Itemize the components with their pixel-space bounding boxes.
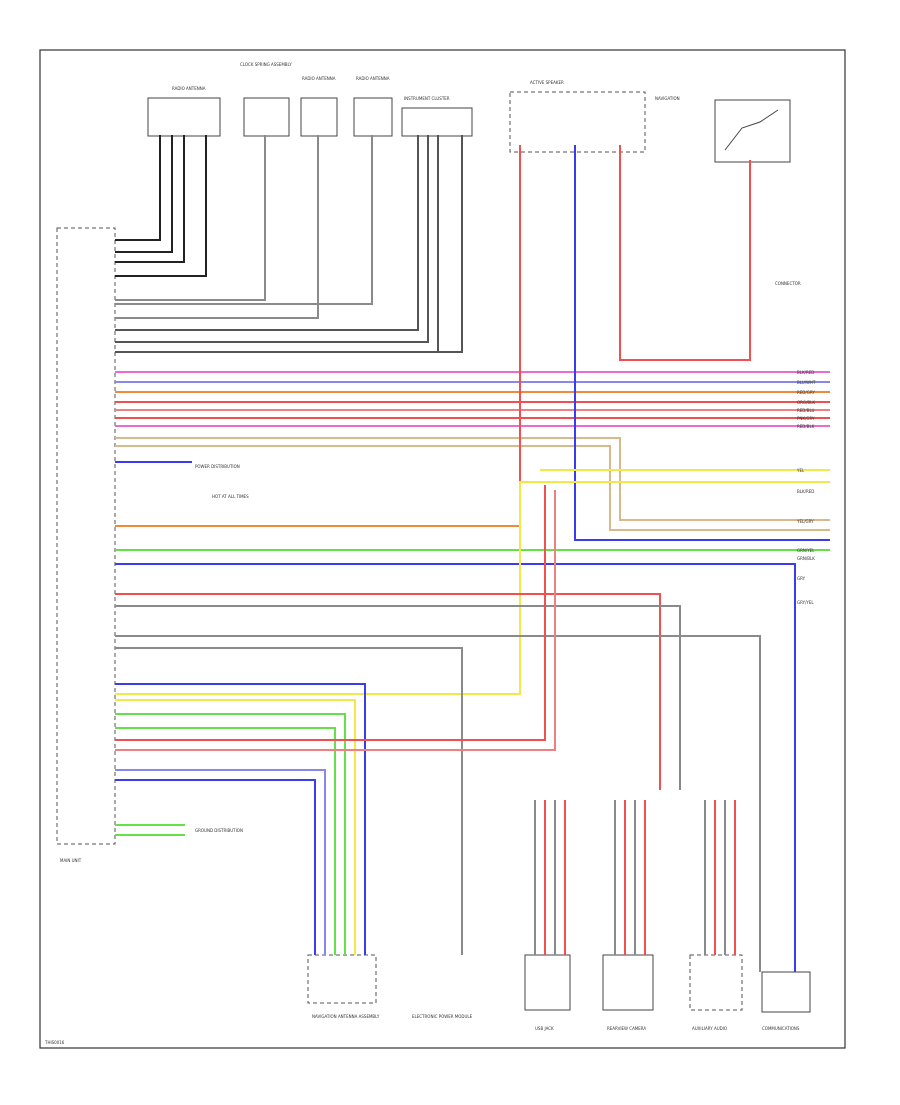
right-label-5: PNK/GRY	[797, 416, 815, 421]
svg-text:NAVIGATION: NAVIGATION	[655, 96, 680, 101]
antenna-wire-1	[115, 135, 173, 253]
svg-text:INSTRUMENT CLUSTER: INSTRUMENT CLUSTER	[404, 96, 450, 101]
antenna-wire-0	[115, 135, 161, 241]
svg-text:USB JACK: USB JACK	[535, 1026, 554, 1031]
top-component-antenna-1: RADIO ANTENNA	[147, 86, 221, 137]
note-power-distribution: POWER DISTRIBUTION	[195, 464, 240, 469]
right-edge-labels: BLK/RED BLU/WHT RED/GRY ORG/BLK RED/BLU PNK/G…	[796, 370, 816, 605]
right-label-13: GRY/YEL	[797, 600, 814, 605]
bottom-component-rearview-camera: REARVIEW CAMERA	[602, 954, 654, 1031]
blue-speaker	[574, 145, 830, 541]
svg-text:RADIO ANTENNA: RADIO ANTENNA	[302, 76, 336, 81]
svg-text:REARVIEW CAMERA: REARVIEW CAMERA	[607, 1026, 646, 1031]
bottom-component-power-module: ELECTRONIC POWER MODULE	[412, 1014, 473, 1019]
antenna-wire-2	[115, 135, 185, 263]
yellow-low	[115, 699, 356, 955]
svg-text:AUXILIARY AUDIO: AUXILIARY AUDIO	[692, 1026, 727, 1031]
antenna-wire-4	[115, 135, 266, 301]
top-component-instrument-cluster: INSTRUMENT CLUSTER	[401, 96, 473, 137]
top-component-antenna-3: RADIO ANTENNA	[353, 76, 393, 137]
right-label-7: YEL	[796, 468, 805, 473]
svg-text:ACTIVE SPEAKER: ACTIVE SPEAKER	[530, 80, 564, 85]
right-label-10: GRN/BLK	[797, 556, 815, 561]
top-component-navigation: NAVIGATION	[655, 96, 791, 163]
gray-mid-1	[115, 605, 681, 790]
right-label-8: BLK/RED	[797, 489, 814, 494]
note-connector: CONNECTOR	[775, 281, 801, 286]
right-label-4: RED/BLU	[797, 408, 815, 413]
note-hot-at-all-times: HOT AT ALL TIMES	[212, 494, 249, 499]
right-label-3: ORG/BLK	[797, 400, 815, 405]
svg-text:ELECTRONIC POWER MODULE: ELECTRONIC POWER MODULE	[412, 1014, 473, 1019]
red-mid	[115, 593, 661, 790]
green-low	[115, 713, 346, 955]
main-unit-label: MAIN UNIT	[60, 858, 82, 863]
purple-low	[115, 779, 316, 955]
gray-mid-2	[115, 635, 761, 972]
salmon-low	[115, 490, 556, 751]
cluster-wire-3	[115, 135, 463, 353]
note-ground-distribution: GROUND DISTRIBUTION	[195, 828, 243, 833]
top-component-active-speaker: ACTIVE SPEAKER	[509, 80, 646, 153]
bottom-component-auxiliary-audio: AUXILIARY AUDIO	[689, 954, 743, 1031]
svg-text:COMMUNICATIONS: COMMUNICATIONS	[762, 1026, 800, 1031]
right-label-6: RED/BLK	[797, 424, 815, 429]
right-label-0: BLK/RED	[797, 370, 814, 375]
antenna-wire-5	[115, 135, 319, 319]
bottom-component-usb-jack: USB JACK	[524, 954, 571, 1031]
blue-low	[115, 683, 366, 955]
right-label-9: GRN/YEL	[797, 548, 815, 553]
right-label-1: BLU/WHT	[797, 380, 816, 385]
top-component-antenna-2: RADIO ANTENNA	[300, 76, 338, 137]
right-label-12: GRY	[797, 576, 806, 581]
diagram-frame	[39, 49, 846, 1049]
bus-tan-2	[115, 445, 830, 531]
svg-text:RADIO ANTENNA: RADIO ANTENNA	[356, 76, 390, 81]
blue-low-2	[115, 769, 326, 955]
antenna-wire-6	[115, 135, 373, 305]
svg-text:RADIO ANTENNA: RADIO ANTENNA	[172, 86, 206, 91]
top-component-clock-spring: CLOCK SPRING ASSEMBLY	[240, 62, 292, 137]
wire-group	[115, 135, 830, 972]
cluster-wire-0	[115, 135, 419, 331]
svg-text:CLOCK SPRING ASSEMBLY: CLOCK SPRING ASSEMBLY	[240, 62, 292, 67]
bottom-component-navigation-antenna: NAVIGATION ANTENNA ASSEMBLY	[307, 954, 380, 1019]
blue-long	[115, 563, 796, 972]
red-speaker-2	[619, 145, 751, 361]
yellow-mid	[115, 481, 830, 695]
antenna-wire-3	[115, 135, 207, 277]
cluster-wire-1	[115, 135, 429, 343]
red-low	[115, 485, 546, 741]
cluster-wire-2	[115, 135, 439, 353]
bottom-component-communications: COMMUNICATIONS	[761, 971, 811, 1031]
main-unit-box	[56, 227, 116, 845]
right-label-11: YEL/GRY	[796, 519, 814, 524]
green-low-2	[115, 727, 336, 955]
bus-tan-1	[115, 437, 830, 521]
figure-code: THIS0016	[44, 1040, 65, 1045]
gray-mid-3	[115, 647, 463, 955]
right-label-2: RED/GRY	[797, 390, 815, 395]
svg-text:NAVIGATION ANTENNA ASSEMBLY: NAVIGATION ANTENNA ASSEMBLY	[312, 1014, 380, 1019]
